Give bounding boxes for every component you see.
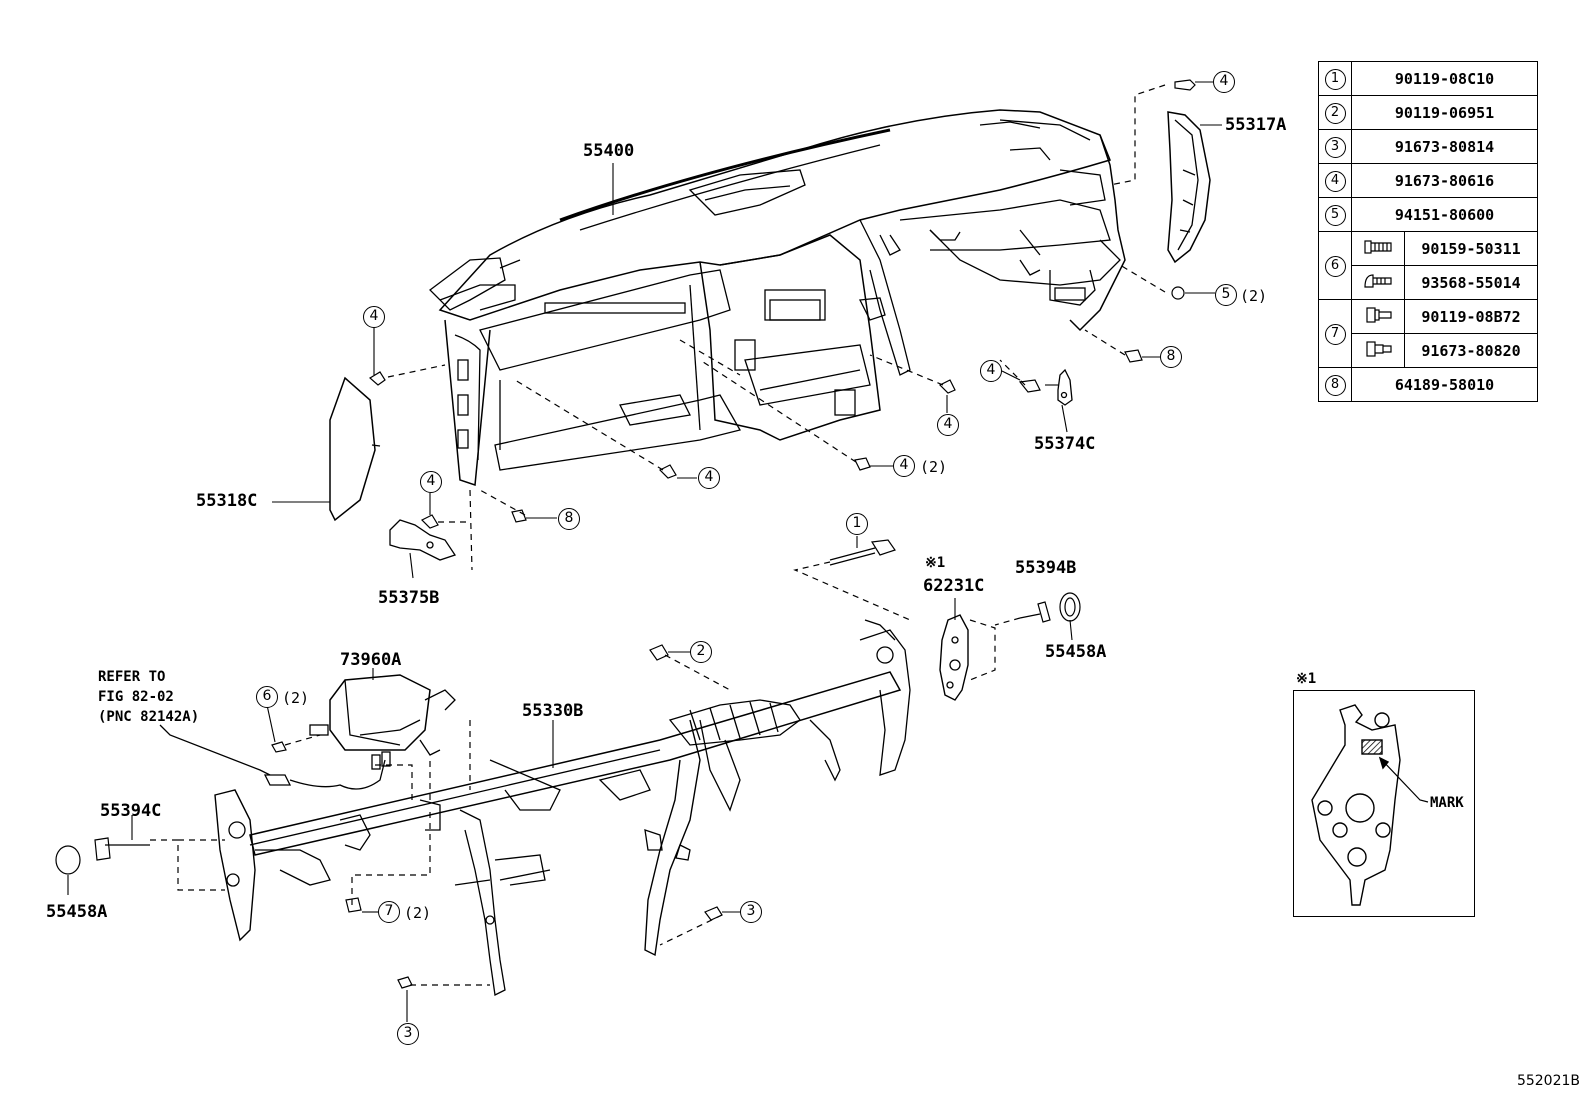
label-55458a-left: 55458A [46, 902, 108, 922]
side-cover-left [329, 376, 381, 522]
label-55317a: 55317A [1225, 115, 1287, 135]
legend-callout-6: 6 [1324, 255, 1346, 277]
inset-title: ※1 [1296, 671, 1317, 687]
qty-7: (2) [404, 904, 432, 922]
legend-row: 3 91673-80814 [1318, 129, 1538, 164]
round-head-screw-icon [1351, 265, 1405, 300]
legend-row: 5 94151-80600 [1318, 197, 1538, 232]
legend-row: 7 90119-08B72 [1318, 299, 1538, 368]
callout-7[interactable]: 7 [378, 901, 400, 923]
legend-row: 2 90119-06951 [1318, 95, 1538, 130]
label-55400: 55400 [583, 141, 635, 161]
legend-part-number[interactable]: 91673-80820 [1404, 333, 1538, 368]
refer-note-line1: REFER TO [98, 669, 166, 685]
callout-4[interactable]: 4 [1213, 71, 1235, 93]
refer-note-line3: (PNC 82142A) [98, 709, 200, 725]
callout-3[interactable]: 3 [397, 1023, 419, 1045]
legend-row: 6 90159-50311 [1318, 231, 1538, 300]
bracket-62231c [939, 614, 969, 701]
bracket-55375b [389, 519, 457, 561]
callout-4[interactable]: 4 [980, 360, 1002, 382]
callout-6[interactable]: 6 [256, 686, 278, 708]
label-55394c: 55394C [100, 801, 162, 821]
solid-leaders [67, 81, 1222, 1022]
knee-airbag-module [309, 674, 456, 756]
flange-bolt-icon [1351, 299, 1405, 334]
diagram-code: 552021B [1516, 1073, 1580, 1089]
callout-4[interactable]: 4 [893, 455, 915, 477]
fastener-legend-table: 1 90119-08C10 2 90119-06951 3 91673-8081… [1318, 61, 1538, 402]
legend-part-number[interactable]: 64189-58010 [1351, 367, 1538, 402]
legend-row: 93568-55014 [1319, 265, 1538, 300]
note-symbol-62231c: ※1 [925, 555, 946, 571]
refer-note-line2: FIG 82-02 [98, 689, 174, 705]
legend-part-number[interactable]: 90119-06951 [1351, 95, 1538, 130]
label-62231c: 62231C [923, 576, 985, 596]
label-55458a-right: 55458A [1045, 642, 1107, 662]
legend-row: 91673-80820 [1319, 333, 1538, 368]
legend-row: 1 90119-08C10 [1318, 61, 1538, 96]
label-55374c: 55374C [1034, 434, 1096, 454]
label-55394b: 55394B [1015, 558, 1077, 578]
bracket-55374c [1057, 368, 1073, 406]
instrument-panel-shape [429, 109, 1126, 487]
legend-callout-5: 5 [1324, 204, 1346, 226]
callout-4[interactable]: 4 [698, 467, 720, 489]
callout-2[interactable]: 2 [690, 641, 712, 663]
legend-row: 8 64189-58010 [1318, 367, 1538, 402]
legend-callout-8: 8 [1324, 374, 1346, 396]
label-73960a: 73960A [340, 650, 402, 670]
legend-part-number[interactable]: 90159-50311 [1404, 231, 1538, 266]
callout-5[interactable]: 5 [1215, 284, 1237, 306]
inset-mark-label: MARK [1430, 795, 1464, 811]
callout-4[interactable]: 4 [363, 306, 385, 328]
legend-part-number[interactable]: 90119-08B72 [1404, 299, 1538, 334]
wire-harness [159, 724, 391, 790]
qty-5: (2) [1240, 287, 1268, 305]
label-55375b: 55375B [378, 588, 440, 608]
callout-3[interactable]: 3 [740, 901, 762, 923]
callout-8[interactable]: 8 [558, 508, 580, 530]
callout-4[interactable]: 4 [420, 471, 442, 493]
side-cover-right [1167, 111, 1211, 264]
legend-callout-7: 7 [1324, 323, 1346, 345]
label-55318c: 55318C [196, 491, 258, 511]
legend-row: 4 91673-80616 [1318, 163, 1538, 198]
dashed-leaders [150, 84, 1166, 986]
qty-6: (2) [282, 689, 310, 707]
qty-4: (2) [920, 458, 948, 476]
callout-4[interactable]: 4 [937, 414, 959, 436]
fasteners [55, 79, 1196, 989]
callout-8[interactable]: 8 [1160, 346, 1182, 368]
legend-part-number[interactable]: 90119-08C10 [1351, 61, 1538, 96]
legend-callout-4: 4 [1324, 170, 1346, 192]
legend-part-number[interactable]: 91673-80616 [1351, 163, 1538, 198]
label-55330b: 55330B [522, 701, 584, 721]
legend-part-number[interactable]: 93568-55014 [1404, 265, 1538, 300]
inset-detail-box [1293, 690, 1475, 917]
legend-part-number[interactable]: 91673-80814 [1351, 129, 1538, 164]
legend-callout-2: 2 [1324, 102, 1346, 124]
callout-1[interactable]: 1 [846, 513, 868, 535]
legend-callout-1: 1 [1324, 68, 1346, 90]
reinforcement-beam [214, 619, 911, 996]
legend-callout-3: 3 [1324, 136, 1346, 158]
inset-bracket-shape [1311, 704, 1429, 906]
legend-part-number[interactable]: 94151-80600 [1351, 197, 1538, 232]
clip-screw-icon [1351, 231, 1405, 266]
hex-bolt-icon [1351, 333, 1405, 368]
